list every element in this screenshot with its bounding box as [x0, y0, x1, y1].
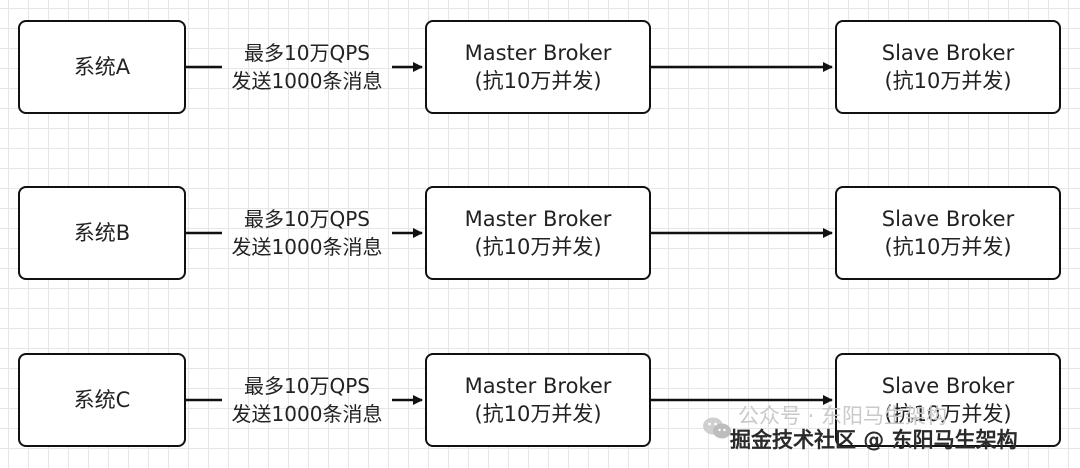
- flow-label-b-line1: 最多10万QPS: [244, 207, 370, 231]
- slave-broker-a-title: Slave Broker: [881, 41, 1015, 65]
- system-c-node: 系统C: [18, 353, 186, 447]
- system-c-label: 系统C: [73, 388, 131, 412]
- master-broker-c-node: Master Broker (抗10万并发): [425, 353, 651, 447]
- slave-broker-b-node: Slave Broker (抗10万并发): [835, 186, 1061, 280]
- flow-label-c: 最多10万QPS 发送1000条消息: [222, 372, 392, 428]
- flow-label-a-line1: 最多10万QPS: [244, 41, 370, 65]
- system-b-node: 系统B: [18, 186, 186, 280]
- watermark-official-account: 公众号 · 东阳马生架构: [738, 404, 948, 428]
- flow-label-a: 最多10万QPS 发送1000条消息: [222, 39, 392, 95]
- slave-broker-a-node: Slave Broker (抗10万并发): [835, 20, 1061, 114]
- flow-label-c-line2: 发送1000条消息: [231, 402, 383, 426]
- slave-broker-a-subtitle: (抗10万并发): [884, 69, 1012, 93]
- master-broker-c-title: Master Broker: [464, 374, 612, 398]
- master-broker-b-node: Master Broker (抗10万并发): [425, 186, 651, 280]
- flow-label-b-line2: 发送1000条消息: [231, 235, 383, 259]
- system-b-label: 系统B: [73, 221, 131, 245]
- master-broker-a-subtitle: (抗10万并发): [474, 69, 602, 93]
- slave-broker-c-title: Slave Broker: [881, 374, 1015, 398]
- wechat-icon: [703, 417, 731, 439]
- slave-broker-c-subtitle: (抗10万并发): [884, 402, 1012, 426]
- system-a-node: 系统A: [18, 20, 186, 114]
- flow-label-a-line2: 发送1000条消息: [231, 69, 383, 93]
- flow-label-b: 最多10万QPS 发送1000条消息: [222, 205, 392, 261]
- system-a-label: 系统A: [73, 55, 131, 79]
- slave-broker-b-title: Slave Broker: [881, 207, 1015, 231]
- slave-broker-b-subtitle: (抗10万并发): [884, 235, 1012, 259]
- watermark-juejin: 掘金技术社区 @ 东阳马生架构: [730, 428, 1018, 452]
- master-broker-b-subtitle: (抗10万并发): [474, 235, 602, 259]
- flow-label-c-line1: 最多10万QPS: [244, 374, 370, 398]
- slave-broker-c-node: Slave Broker (抗10万并发): [835, 353, 1061, 447]
- master-broker-a-node: Master Broker (抗10万并发): [425, 20, 651, 114]
- master-broker-b-title: Master Broker: [464, 207, 612, 231]
- master-broker-c-subtitle: (抗10万并发): [474, 402, 602, 426]
- master-broker-a-title: Master Broker: [464, 41, 612, 65]
